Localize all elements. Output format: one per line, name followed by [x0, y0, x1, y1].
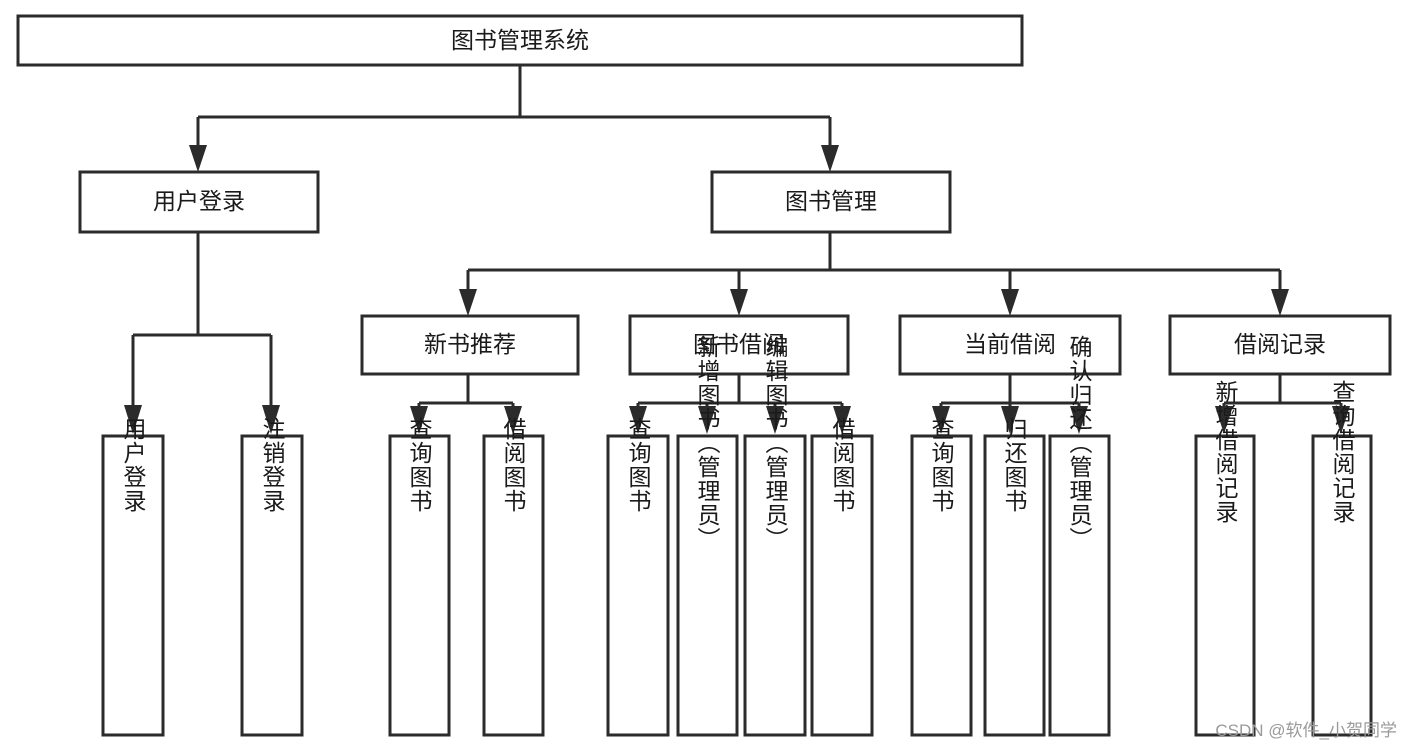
node-leaf-add-book-label: 新增图书（管理员）	[694, 335, 721, 551]
arrow-head-current-borrow	[1001, 289, 1019, 316]
arrow-head-leaf-add-record	[1215, 406, 1233, 434]
node-current-borrow-box[interactable]	[898, 314, 1122, 376]
connector-group-new-book-recommend	[410, 374, 522, 434]
node-leaf-query-record[interactable]: 查询借阅记录	[1311, 380, 1373, 737]
node-leaf-borrow-book-1[interactable]: 借阅图书	[482, 417, 545, 737]
arrow-head-leaf-add-book	[698, 406, 716, 434]
node-leaf-confirm-return[interactable]: 确认归还（管理员）	[1048, 335, 1111, 737]
node-leaf-user-login-label: 用户登录	[120, 417, 147, 513]
node-leaf-query-book-3[interactable]: 查询图书	[910, 417, 973, 737]
arrow-head-leaf-user-login	[124, 405, 142, 434]
node-leaf-return-book-label: 归还图书	[1001, 417, 1028, 513]
arrow-head-user-login	[189, 145, 207, 172]
node-leaf-logout[interactable]: 注销登录	[240, 417, 304, 737]
node-leaf-confirm-return-label: 确认归还（管理员）	[1066, 335, 1093, 551]
node-leaf-return-book[interactable]: 归还图书	[983, 417, 1046, 737]
node-leaf-query-book-3-label: 查询图书	[928, 417, 955, 513]
node-new-book-recommend-label: 新书推荐	[424, 331, 516, 357]
node-borrow-record-label: 借阅记录	[1234, 331, 1326, 357]
connector-group-current-borrow	[932, 374, 1088, 434]
node-borrow-record[interactable]: 借阅记录	[1168, 314, 1392, 376]
csdn-watermark: CSDN @软件_小贺同学	[1215, 721, 1397, 740]
node-user-login[interactable]: 用户登录	[78, 170, 320, 234]
node-leaf-add-book-box[interactable]	[676, 434, 739, 737]
node-book-manage[interactable]: 图书管理	[710, 170, 952, 234]
node-borrow-record-box[interactable]	[1168, 314, 1392, 376]
arrow-head-leaf-logout	[262, 405, 280, 434]
node-leaf-logout-label: 注销登录	[259, 417, 286, 513]
node-book-manage-label: 图书管理	[785, 188, 877, 214]
node-leaf-user-login[interactable]: 用户登录	[101, 417, 165, 737]
node-book-borrow[interactable]: 图书借阅	[628, 314, 850, 376]
arrow-head-leaf-edit-book	[766, 406, 784, 434]
arrow-head-leaf-query-record	[1332, 406, 1350, 434]
node-leaf-query-book-2-box[interactable]	[606, 434, 670, 737]
node-leaf-query-book-1-label: 查询图书	[406, 417, 433, 513]
node-leaf-return-book-box[interactable]	[983, 434, 1046, 737]
node-leaf-borrow-book-2-label: 借阅图书	[829, 417, 856, 513]
connector-group-book-borrow	[629, 374, 851, 434]
arrow-head-book-borrow	[730, 289, 748, 316]
arrow-head-leaf-borrow-book-1	[504, 406, 522, 434]
node-current-borrow[interactable]: 当前借阅	[898, 314, 1122, 376]
node-root[interactable]: 图书管理系统	[16, 14, 1024, 67]
node-leaf-user-login-box[interactable]	[101, 434, 165, 737]
node-root-label: 图书管理系统	[451, 27, 589, 53]
arrow-head-leaf-query-book-2	[629, 406, 647, 434]
arrow-head-leaf-query-book-3	[932, 406, 950, 434]
node-book-manage-box[interactable]	[710, 170, 952, 234]
node-leaf-add-record[interactable]: 新增借阅记录	[1194, 380, 1256, 737]
arrow-head-new-book-recommend	[459, 289, 477, 316]
node-leaf-borrow-book-2[interactable]: 借阅图书	[810, 417, 874, 737]
node-book-borrow-label: 图书借阅	[693, 331, 785, 357]
node-leaf-query-book-1[interactable]: 查询图书	[388, 417, 451, 737]
node-user-login-box[interactable]	[78, 170, 320, 234]
node-new-book-recommend-box[interactable]	[360, 314, 580, 376]
node-leaf-logout-box[interactable]	[240, 434, 304, 737]
arrow-head-leaf-borrow-book-2	[833, 406, 851, 434]
node-leaf-add-book[interactable]: 新增图书（管理员）	[676, 335, 739, 737]
node-leaf-borrow-book-2-box[interactable]	[810, 434, 874, 737]
node-user-login-label: 用户登录	[153, 188, 245, 214]
node-leaf-add-record-label: 新增借阅记录	[1212, 380, 1239, 524]
arrow-head-book-manage	[821, 145, 839, 172]
node-leaf-borrow-book-1-box[interactable]	[482, 434, 545, 737]
node-leaf-query-book-2[interactable]: 查询图书	[606, 417, 670, 737]
node-current-borrow-label: 当前借阅	[964, 331, 1056, 357]
node-leaf-confirm-return-box[interactable]	[1048, 434, 1111, 737]
node-leaf-edit-book-label: 编辑图书（管理员）	[762, 335, 789, 551]
connector-group-user-login	[124, 232, 280, 434]
node-leaf-add-record-box[interactable]	[1194, 434, 1256, 737]
node-leaf-query-book-3-box[interactable]	[910, 434, 973, 737]
node-leaf-query-record-box[interactable]	[1311, 434, 1373, 737]
node-root-box[interactable]	[16, 14, 1024, 67]
node-leaf-query-book-1-box[interactable]	[388, 434, 451, 737]
arrow-head-borrow-record	[1271, 289, 1289, 316]
arrow-head-leaf-query-book-1	[410, 406, 428, 434]
node-leaf-edit-book[interactable]: 编辑图书（管理员）	[743, 335, 807, 737]
node-leaf-query-record-label: 查询借阅记录	[1329, 380, 1356, 524]
node-new-book-recommend[interactable]: 新书推荐	[360, 314, 580, 376]
node-leaf-query-book-2-label: 查询图书	[625, 417, 652, 513]
connector-group-book-manage	[459, 232, 1289, 316]
node-leaf-edit-book-box[interactable]	[743, 434, 807, 737]
arrow-head-leaf-confirm-return	[1070, 406, 1088, 434]
node-book-borrow-box[interactable]	[628, 314, 850, 376]
connector-group-root	[189, 65, 839, 172]
connector-group-borrow-record	[1215, 374, 1350, 434]
arrow-head-leaf-return-book	[1001, 406, 1019, 434]
node-leaf-borrow-book-1-label: 借阅图书	[500, 417, 527, 513]
